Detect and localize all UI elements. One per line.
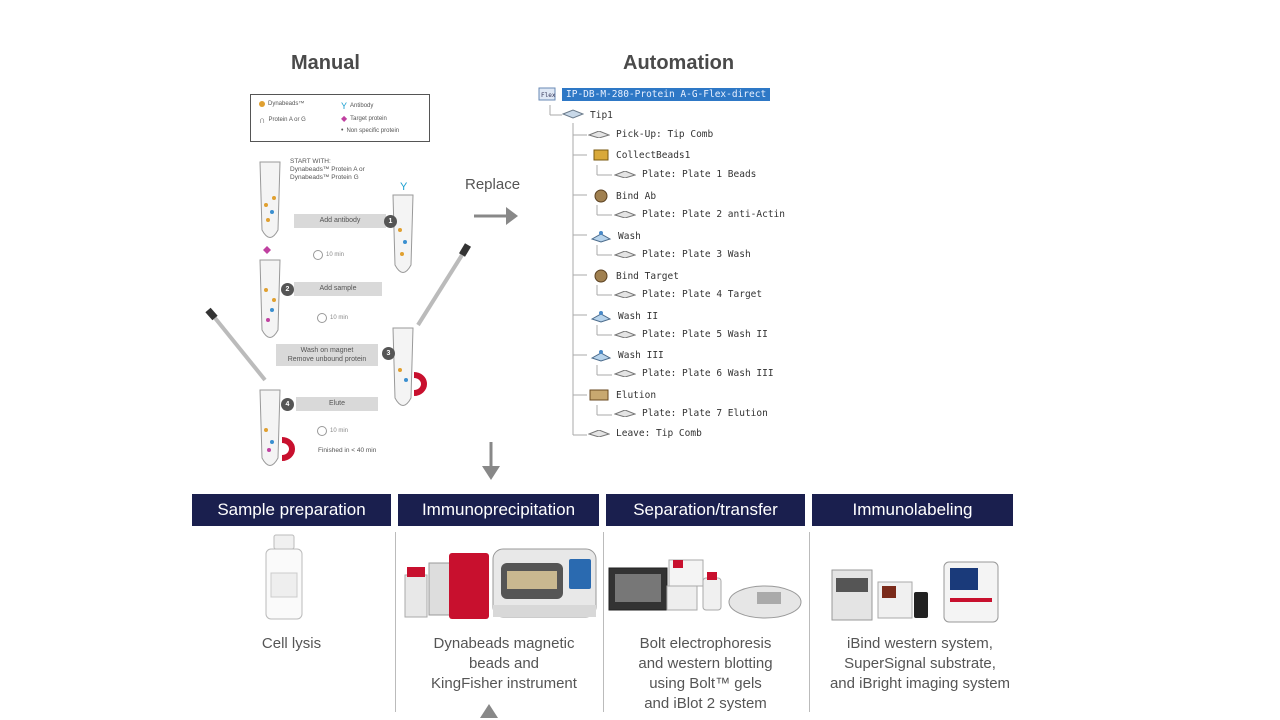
replace-label: Replace <box>465 176 521 193</box>
tree-item[interactable]: Wash II <box>590 309 658 323</box>
tip-comb-icon <box>562 109 584 119</box>
tree-tip[interactable]: Tip1 <box>562 109 613 121</box>
tree-item[interactable]: Plate: Plate 4 Target <box>614 289 762 300</box>
automation-heading: Automation <box>623 52 735 74</box>
manual-illustration: Y <box>205 161 472 466</box>
manual-heading: Manual <box>291 52 360 74</box>
bind-icon <box>594 269 608 283</box>
elution-icon <box>589 389 609 401</box>
tree-item[interactable]: Plate: Plate 7 Elution <box>614 408 768 419</box>
step-number: 4 <box>281 398 294 411</box>
protein-ag-icon: ∩ <box>259 115 266 125</box>
tree-item[interactable]: Plate: Plate 1 Beads <box>614 169 756 180</box>
lysis-bottle-image <box>265 534 303 620</box>
header-immunoprecipitation: Immunoprecipitation <box>398 494 599 526</box>
tree-item[interactable]: Plate: Plate 6 Wash III <box>614 368 774 379</box>
step-wash-on-magnet: Wash on magnet Remove unbound protein <box>276 344 378 366</box>
caption-sample-preparation: Cell lysis <box>261 635 322 652</box>
header-sample-preparation: Sample preparation <box>192 494 391 526</box>
step-add-sample: Add sample <box>294 282 382 296</box>
plate-icon <box>614 171 636 178</box>
legend-nonspecific: Non specific protein <box>346 127 400 134</box>
step-number: 3 <box>382 347 395 360</box>
start-with-text: START WITH: Dynabeads™ Protein A or Dyna… <box>290 158 365 181</box>
plate-icon <box>614 331 636 338</box>
tree-lines <box>549 105 612 436</box>
tree-item[interactable]: Wash <box>590 229 641 243</box>
tree-item[interactable]: Leave: Tip Comb <box>588 428 702 439</box>
nonspecific-icon: • <box>341 127 344 134</box>
timer-icon: 10 min <box>317 426 348 436</box>
legend-dynabeads: Dynabeads™ <box>268 101 305 107</box>
column-divider <box>809 532 810 712</box>
tree-item[interactable]: Plate: Plate 3 Wash <box>614 249 751 260</box>
tree-item[interactable]: Bind Ab <box>592 189 656 203</box>
tube-icon <box>259 161 281 238</box>
tree-item[interactable]: Plate: Plate 2 anti-Actin <box>614 209 785 220</box>
plate-icon <box>614 410 636 417</box>
header-separation-transfer: Separation/transfer <box>606 494 805 526</box>
tree-item[interactable]: CollectBeads1 <box>592 148 690 162</box>
plate-icon <box>614 211 636 218</box>
plate-icon <box>614 370 636 377</box>
ibind-ibright-products-image <box>831 561 999 623</box>
legend-target: Target protein <box>350 115 387 122</box>
header-immunolabeling: Immunolabeling <box>812 494 1013 526</box>
plate-icon <box>614 291 636 298</box>
bolt-iblot-products-image <box>608 559 802 619</box>
tree-item[interactable]: Wash III <box>590 348 664 362</box>
plate-icon <box>588 131 610 138</box>
up-arrow-icon <box>480 704 498 718</box>
wash-icon <box>590 311 612 323</box>
bead-icon <box>259 101 265 107</box>
flex-icon: Flex <box>538 87 556 101</box>
right-arrow-icon <box>474 207 518 225</box>
wash-icon <box>590 231 612 243</box>
svg-text:Y: Y <box>400 181 408 193</box>
tree-item[interactable]: Elution <box>588 388 656 402</box>
step-add-antibody: Add antibody <box>294 214 386 228</box>
caption-separation-transfer: Bolt electrophoresis and western blottin… <box>638 635 773 712</box>
tip-comb-icon <box>588 430 610 437</box>
down-arrow-icon <box>482 442 500 480</box>
step-number: 2 <box>281 283 294 296</box>
caption-immunoprecipitation: Dynabeads magnetic beads and KingFisher … <box>431 635 577 692</box>
kingfisher-products-image <box>404 548 597 619</box>
tree-item[interactable]: Bind Target <box>592 269 679 283</box>
tree-root[interactable]: Flex IP-DB-M-280-Protein A-G-Flex-direct <box>538 86 771 102</box>
svg-text:Flex: Flex <box>541 92 556 99</box>
legend-antibody: Antibody <box>350 103 374 109</box>
column-divider <box>395 532 396 712</box>
tree-item[interactable]: Pick-Up: Tip Comb <box>588 129 713 140</box>
tree-item[interactable]: Plate: Plate 5 Wash II <box>614 329 768 340</box>
caption-immunolabeling: iBind western system, SuperSignal substr… <box>829 635 1011 692</box>
column-divider <box>603 532 604 712</box>
antibody-icon: Y <box>341 101 348 111</box>
step-elute: Elute <box>296 397 378 411</box>
collect-beads-icon <box>593 149 609 161</box>
timer-icon: 10 min <box>313 250 344 260</box>
timer-icon: 10 min <box>317 313 348 323</box>
step-number: 1 <box>384 215 397 228</box>
target-protein-icon: ◆ <box>341 114 348 123</box>
plate-icon <box>614 251 636 258</box>
wash-icon <box>590 350 612 362</box>
bind-icon <box>594 189 608 203</box>
legend-protein-ag: Protein A or G <box>268 117 306 123</box>
finished-text: Finished in < 40 min <box>318 447 377 454</box>
